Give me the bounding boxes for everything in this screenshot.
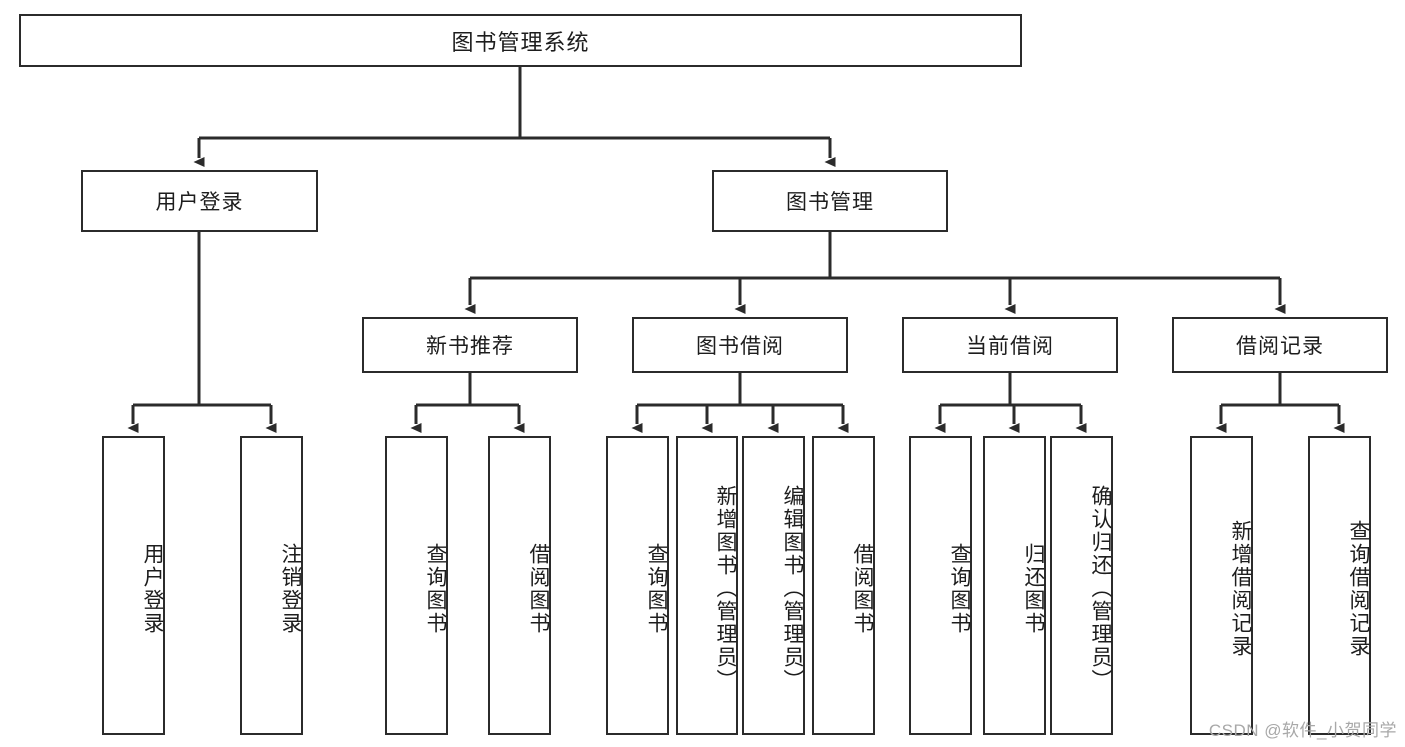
node-label: 图书管理系统 [451,29,590,55]
node-label: 查询图书 [645,542,668,635]
node-book-management[interactable]: 图书管理 [712,170,948,232]
leaf-borrow-book[interactable]: 借阅图书 [812,436,875,735]
node-label: 查询图书 [948,542,971,635]
node-label: 查询图书 [424,542,447,635]
node-label: 编辑图书（管理员） [781,485,804,692]
watermark-text: CSDN @软件_小贺同学 [1208,721,1397,740]
node-label: 确认归还（管理员） [1089,485,1112,692]
leaf-add-book-admin[interactable]: 新增图书（管理员） [676,436,738,735]
leaf-user-login[interactable]: 用户登录 [102,436,165,735]
leaf-query-book-current[interactable]: 查询图书 [909,436,972,735]
leaf-query-book-borrow[interactable]: 查询图书 [606,436,669,735]
node-label: 用户登录 [155,191,244,214]
node-new-book-recommend[interactable]: 新书推荐 [362,317,578,373]
leaf-query-book-recommend[interactable]: 查询图书 [385,436,448,735]
node-current-borrow[interactable]: 当前借阅 [902,317,1118,373]
leaf-edit-book-admin[interactable]: 编辑图书（管理员） [742,436,805,735]
node-root-system[interactable]: 图书管理系统 [19,14,1022,67]
node-label: 图书管理 [786,191,874,214]
node-label: 注销登录 [279,542,302,635]
leaf-return-book[interactable]: 归还图书 [983,436,1046,735]
leaf-logout[interactable]: 注销登录 [240,436,303,735]
node-label: 当前借阅 [966,335,1054,358]
node-borrow-records[interactable]: 借阅记录 [1172,317,1388,373]
node-label: 新增图书（管理员） [714,485,737,692]
node-label: 查询借阅记录 [1347,519,1370,658]
node-user-login[interactable]: 用户登录 [81,170,318,232]
leaf-query-borrow-record[interactable]: 查询借阅记录 [1308,436,1371,735]
node-label: 用户登录 [141,542,164,635]
leaf-confirm-return-admin[interactable]: 确认归还（管理员） [1050,436,1113,735]
node-label: 新书推荐 [426,335,514,358]
node-label: 图书借阅 [696,335,784,358]
leaf-borrow-book-recommend[interactable]: 借阅图书 [488,436,551,735]
node-label: 借阅图书 [851,542,874,635]
node-label: 借阅记录 [1236,335,1324,358]
node-label: 借阅图书 [527,542,550,635]
node-label: 新增借阅记录 [1229,519,1252,658]
node-label: 归还图书 [1022,542,1045,635]
leaf-add-borrow-record[interactable]: 新增借阅记录 [1190,436,1253,735]
node-book-borrow[interactable]: 图书借阅 [632,317,848,373]
